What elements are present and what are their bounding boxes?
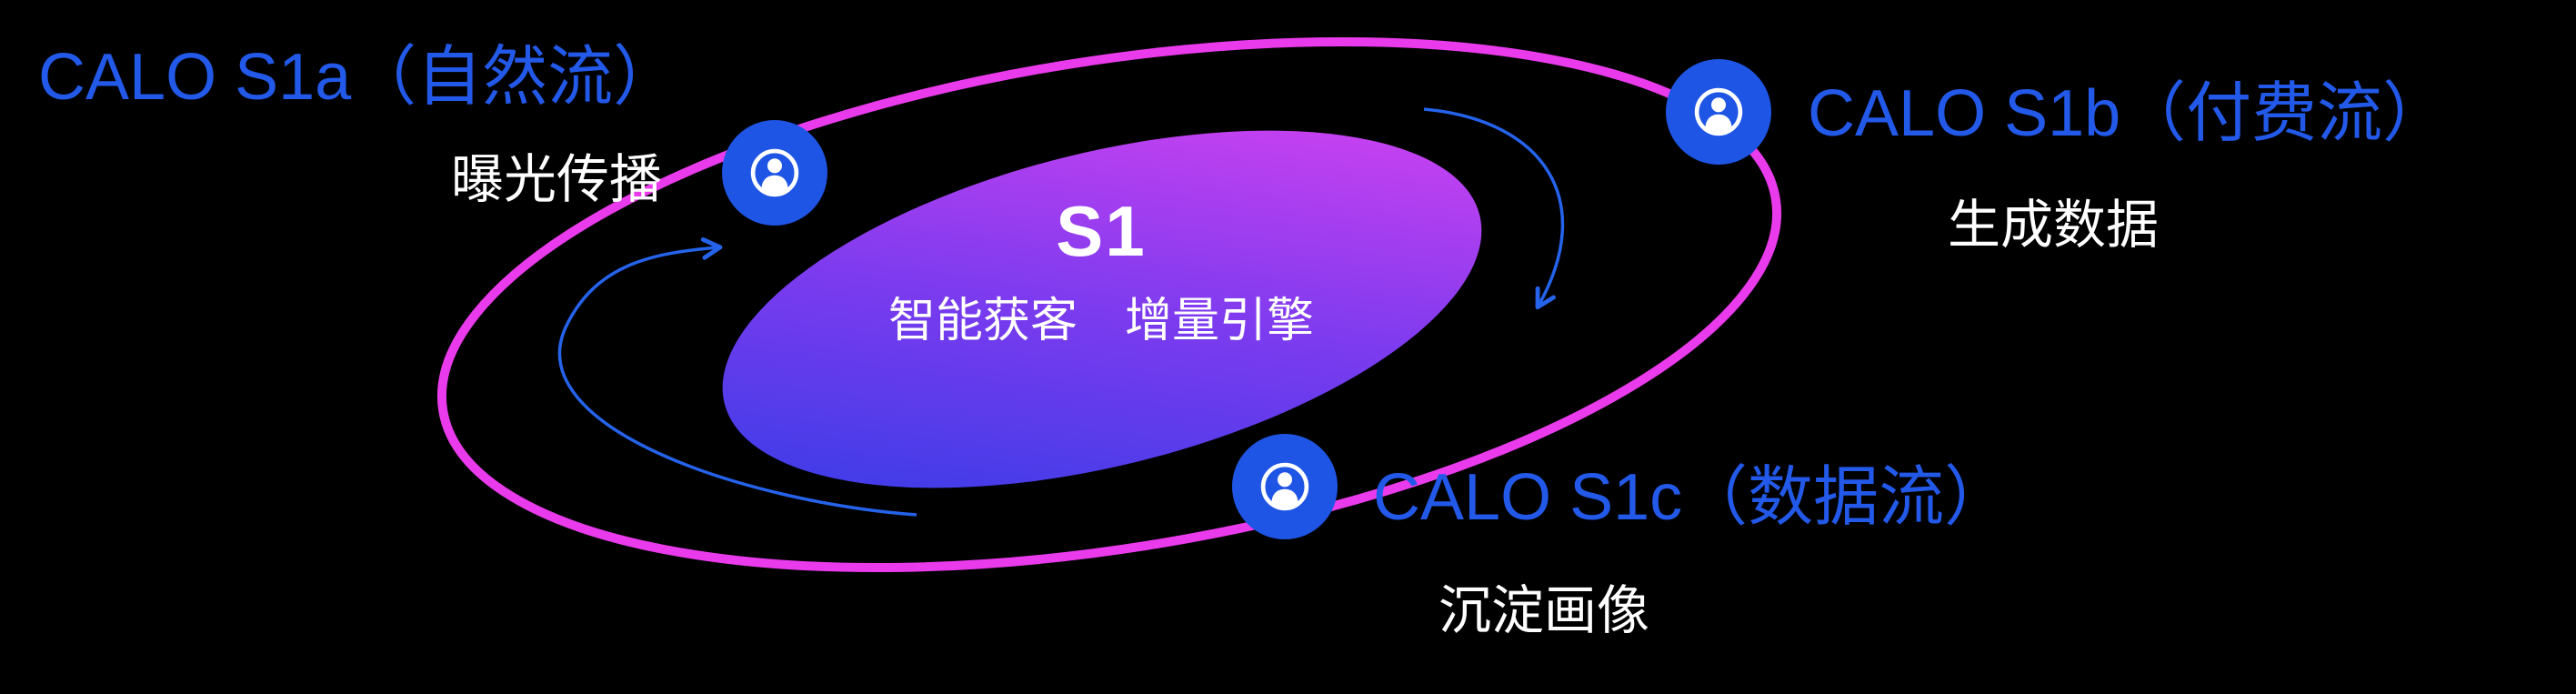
flow-arrow-right	[1423, 107, 1565, 310]
node-s1a-subtitle: 曝光传播	[451, 150, 663, 209]
node-s1b	[1666, 59, 1771, 165]
user-circle-icon	[1694, 87, 1743, 136]
user-circle-icon	[1260, 462, 1309, 511]
node-s1c-subtitle: 沉淀画像	[1438, 581, 1650, 640]
user-circle-icon	[750, 148, 799, 197]
node-s1c	[1232, 434, 1338, 539]
core-ellipse	[722, 130, 1482, 488]
node-s1b-title: CALO S1b（付费流）	[1808, 77, 2449, 150]
node-s1a	[722, 120, 827, 226]
core-label: S1 智能获客 增量引擎	[737, 191, 1465, 350]
flow-arrow-left	[557, 236, 917, 517]
core-title: S1	[1056, 191, 1147, 271]
orbit-ring	[436, 36, 1782, 573]
node-s1c-title: CALO S1c（数据流）	[1373, 461, 2010, 534]
core-subtitle: 智能获客 增量引擎	[887, 294, 1314, 347]
node-s1b-subtitle: 生成数据	[1948, 196, 2160, 255]
node-s1a-title: CALO S1a（自然流）	[38, 41, 679, 114]
